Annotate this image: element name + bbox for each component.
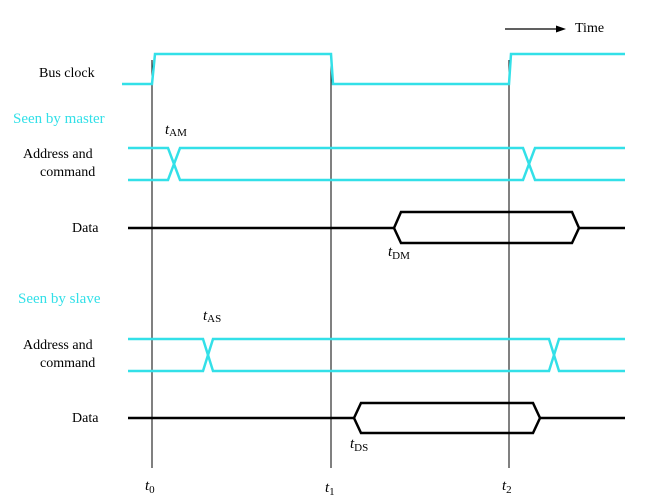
t-am-label: tAM	[165, 122, 187, 139]
slave-address-label-line1: Address and	[23, 338, 93, 353]
t1-tick-label: t1	[325, 480, 335, 498]
slave-address-label-line2: command	[40, 356, 95, 371]
t-as-label: tAS	[203, 308, 221, 325]
master-data-waveform	[128, 210, 625, 245]
seen-by-slave-heading: Seen by slave	[18, 291, 101, 307]
t-dm-label: tDM	[388, 244, 410, 262]
slave-data-label: Data	[72, 411, 99, 426]
bus-clock-label: Bus clock	[39, 66, 95, 81]
master-address-label-line1: Address and	[23, 147, 93, 162]
master-data-label: Data	[72, 221, 99, 236]
bus-clock-waveform	[122, 52, 625, 86]
time-arrow	[505, 25, 566, 33]
t0-tick-label: t0	[145, 478, 155, 496]
t2-tick-label: t2	[502, 478, 512, 496]
t-ds-label: tDS	[350, 436, 368, 454]
master-address-label-line2: command	[40, 165, 95, 180]
seen-by-master-heading: Seen by master	[13, 111, 105, 127]
slave-address-waveform	[128, 337, 625, 373]
time-label: Time	[575, 21, 604, 36]
master-address-waveform	[128, 146, 625, 182]
slave-data-waveform	[128, 401, 625, 435]
